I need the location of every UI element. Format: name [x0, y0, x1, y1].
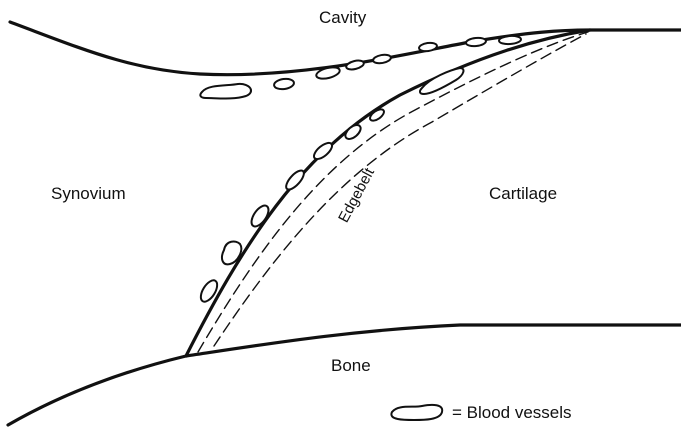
blood-vessel-icon: [419, 42, 438, 52]
blood-vessel-icon: [273, 78, 294, 91]
bone-boundary-line: [8, 325, 681, 425]
legend-blood-vessel-icon: [391, 405, 442, 420]
cavity-label: Cavity: [319, 9, 366, 26]
blood-vessel-icon: [200, 84, 251, 99]
blood-vessel-icon: [345, 59, 364, 71]
blood-vessel-icon: [311, 140, 334, 162]
blood-vessel-icon: [368, 107, 386, 123]
blood-vessels-cavity-row: [200, 35, 521, 98]
blood-vessel-icon: [283, 168, 306, 193]
blood-vessel-icon: [343, 122, 363, 141]
blood-vessels-synovium-row: [198, 68, 464, 304]
cartilage-label: Cartilage: [489, 185, 557, 202]
bone-label: Bone: [331, 357, 371, 374]
blood-vessel-icon: [499, 35, 522, 45]
synovium-label: Synovium: [51, 185, 126, 202]
blood-vessel-icon: [372, 53, 391, 64]
blood-vessel-icon: [466, 37, 487, 47]
legend-text: = Blood vessels: [452, 404, 572, 421]
